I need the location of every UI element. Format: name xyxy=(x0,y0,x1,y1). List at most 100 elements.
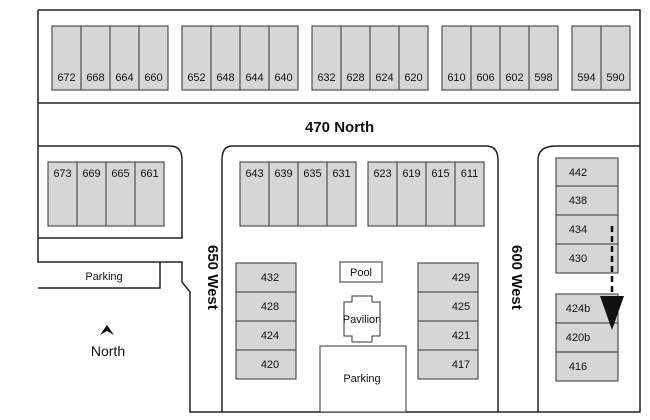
unit-box xyxy=(297,161,328,227)
unit-number: 590 xyxy=(606,72,624,84)
unit-number: 664 xyxy=(115,72,133,84)
unit-number: 602 xyxy=(505,72,523,84)
unit-number: 606 xyxy=(476,72,494,84)
unit-number: 434 xyxy=(569,224,587,236)
unit-number: 640 xyxy=(274,72,292,84)
unit-box xyxy=(105,161,136,227)
middle-center-block-edge xyxy=(221,145,499,412)
unit-box xyxy=(417,320,479,351)
lot-boundary xyxy=(37,9,641,413)
unit-425: 425 xyxy=(417,291,479,322)
right-block-edge xyxy=(537,145,640,412)
unit-number: 673 xyxy=(53,168,71,180)
unit-number: 442 xyxy=(569,167,587,179)
unit-number: 611 xyxy=(461,168,479,180)
unit-number: 652 xyxy=(187,72,205,84)
unit-box xyxy=(47,161,78,227)
unit-box xyxy=(109,25,140,91)
unit-number: 620 xyxy=(404,72,422,84)
unit-665: 665 xyxy=(105,161,136,227)
unit-box xyxy=(210,25,241,91)
unit-429: 429 xyxy=(417,262,479,293)
unit-box xyxy=(268,25,299,91)
unit-610: 610 xyxy=(441,25,472,91)
unit-420b: 420b xyxy=(555,322,619,353)
unit-number: 416 xyxy=(569,361,587,373)
unit-615: 615 xyxy=(425,161,456,227)
unit-box xyxy=(398,25,429,91)
left-parking-boundary xyxy=(38,237,161,289)
unit-number: 631 xyxy=(332,168,350,180)
unit-624: 624 xyxy=(369,25,400,91)
parking-left-label: Parking xyxy=(85,271,122,283)
unit-432: 432 xyxy=(235,262,297,293)
unit-628: 628 xyxy=(340,25,371,91)
unit-box xyxy=(528,25,559,91)
unit-611: 611 xyxy=(454,161,485,227)
unit-box xyxy=(454,161,485,227)
pavilion-label: Pavilion xyxy=(343,314,382,326)
unit-number: 420b xyxy=(566,332,590,344)
unit-669: 669 xyxy=(76,161,107,227)
unit-box xyxy=(138,25,169,91)
unit-box xyxy=(441,25,472,91)
unit-number: 648 xyxy=(216,72,234,84)
unit-box xyxy=(555,322,619,353)
north-arrow-icon xyxy=(100,325,114,335)
unit-box xyxy=(134,161,165,227)
unit-number: 432 xyxy=(261,272,279,284)
unit-number: 417 xyxy=(452,359,470,371)
unit-664: 664 xyxy=(109,25,140,91)
unit-416: 416 xyxy=(555,351,619,382)
unit-box xyxy=(326,161,357,227)
parking-bottom-label: Parking xyxy=(343,373,380,385)
unit-598: 598 xyxy=(528,25,559,91)
unit-438: 438 xyxy=(555,185,619,216)
unit-594: 594 xyxy=(571,25,602,91)
unit-box xyxy=(425,161,456,227)
unit-box xyxy=(181,25,212,91)
unit-648: 648 xyxy=(210,25,241,91)
unit-number: 424b xyxy=(566,303,590,315)
unit-644: 644 xyxy=(239,25,270,91)
unit-box xyxy=(235,262,297,293)
pool-area xyxy=(339,261,383,283)
unit-box xyxy=(76,161,107,227)
unit-number: 421 xyxy=(452,330,470,342)
unit-442: 442 xyxy=(555,157,619,188)
unit-number: 661 xyxy=(140,168,158,180)
unit-number: 669 xyxy=(82,168,100,180)
unit-number: 615 xyxy=(431,168,449,180)
unit-606: 606 xyxy=(470,25,501,91)
unit-number: 635 xyxy=(303,168,321,180)
unit-434: 434 xyxy=(555,214,619,245)
middle-left-block-edge xyxy=(38,145,183,239)
unit-428: 428 xyxy=(235,291,297,322)
unit-424: 424 xyxy=(235,320,297,351)
unit-box xyxy=(571,25,602,91)
unit-623: 623 xyxy=(367,161,398,227)
unit-643: 643 xyxy=(239,161,270,227)
unit-673: 673 xyxy=(47,161,78,227)
unit-620: 620 xyxy=(398,25,429,91)
unit-box xyxy=(396,161,427,227)
unit-661: 661 xyxy=(134,161,165,227)
unit-number: 598 xyxy=(534,72,552,84)
north-label: North xyxy=(91,343,125,359)
unit-421: 421 xyxy=(417,320,479,351)
unit-632: 632 xyxy=(311,25,342,91)
unit-417: 417 xyxy=(417,349,479,380)
unit-430: 430 xyxy=(555,243,619,274)
unit-number: 428 xyxy=(261,301,279,313)
unit-619: 619 xyxy=(396,161,427,227)
unit-number: 668 xyxy=(86,72,104,84)
pool-label: Pool xyxy=(350,267,372,279)
unit-box xyxy=(367,161,398,227)
unit-box xyxy=(417,262,479,293)
unit-number: 610 xyxy=(447,72,465,84)
unit-box xyxy=(555,351,619,382)
unit-number: 619 xyxy=(402,168,420,180)
